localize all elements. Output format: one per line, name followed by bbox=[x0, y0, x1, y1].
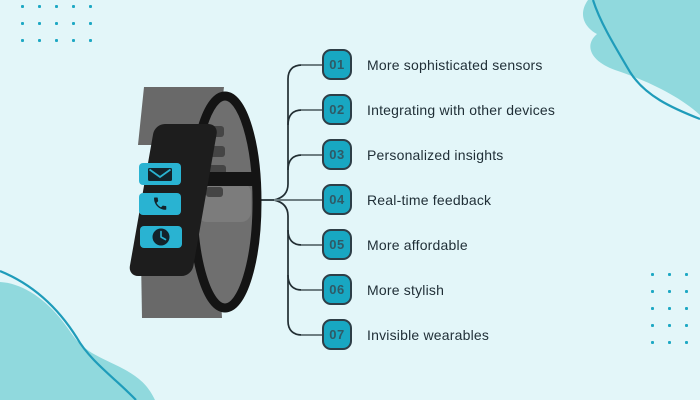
list-item: 06 More stylish bbox=[322, 267, 555, 312]
dot-grid-bottom-right bbox=[644, 266, 697, 353]
phone-icon bbox=[154, 197, 167, 210]
phone-button bbox=[139, 193, 181, 215]
mail-icon bbox=[148, 168, 172, 181]
item-label: More stylish bbox=[367, 281, 445, 298]
item-label: Real-time feedback bbox=[367, 191, 492, 208]
item-label: Personalized insights bbox=[367, 146, 504, 163]
list-item: 07 Invisible wearables bbox=[322, 312, 555, 357]
connector-elbow-02 bbox=[287, 109, 303, 126]
item-number-badge: 03 bbox=[322, 139, 352, 170]
connector-elbow-05 bbox=[287, 229, 303, 246]
connector-elbow-06 bbox=[287, 274, 303, 291]
item-label: Integrating with other devices bbox=[367, 101, 556, 118]
clock-icon bbox=[152, 228, 170, 246]
item-number-badge: 07 bbox=[322, 319, 352, 350]
watch-buckle bbox=[194, 172, 258, 186]
list-item: 03 Personalized insights bbox=[322, 132, 555, 177]
connector-branch-down bbox=[273, 199, 303, 336]
items-list: 01 More sophisticated sensors 02 Integra… bbox=[322, 42, 555, 357]
connector-tree bbox=[250, 64, 322, 336]
list-item: 05 More affordable bbox=[322, 222, 555, 267]
item-label: More sophisticated sensors bbox=[367, 56, 543, 73]
list-item: 01 More sophisticated sensors bbox=[322, 42, 555, 87]
dot-grid-top-left bbox=[14, 0, 100, 50]
item-number-badge: 04 bbox=[322, 184, 352, 215]
item-number-badge: 05 bbox=[322, 229, 352, 260]
watch-screen-buttons bbox=[139, 163, 182, 248]
item-number-badge: 02 bbox=[322, 94, 352, 125]
corner-blob-bottom-left bbox=[0, 269, 155, 400]
item-label: Invisible wearables bbox=[367, 326, 490, 343]
item-label: More affordable bbox=[367, 236, 468, 253]
connector-elbow-03 bbox=[287, 154, 303, 171]
corner-blob-top-right bbox=[582, 0, 700, 121]
item-number-badge: 06 bbox=[322, 274, 352, 305]
list-item: 04 Real-time feedback bbox=[322, 177, 555, 222]
item-number-badge: 01 bbox=[322, 49, 352, 80]
list-item: 02 Integrating with other devices bbox=[322, 87, 555, 132]
smartwatch-illustration bbox=[129, 87, 262, 318]
connector-branch-up bbox=[273, 64, 303, 201]
